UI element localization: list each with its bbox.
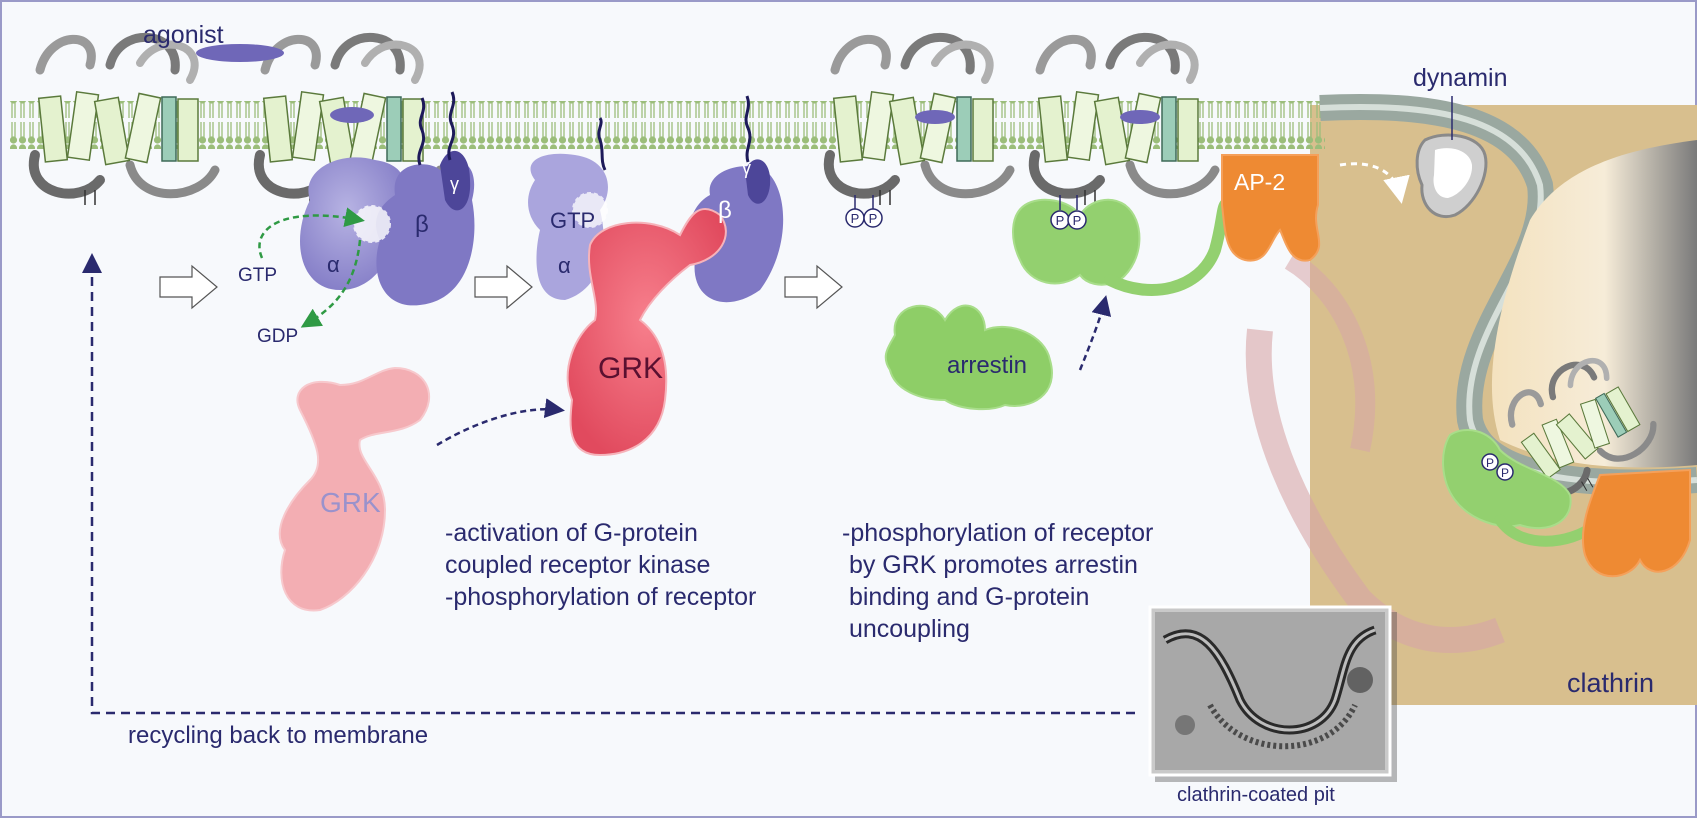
- step-arrow-3: [784, 264, 843, 310]
- grk-step-caption: -activation of G-protein coupled recepto…: [445, 519, 756, 611]
- grk-inactive-label: GRK: [320, 487, 381, 518]
- g-gamma-2: [745, 159, 771, 204]
- ap2-label: AP-2: [1234, 169, 1285, 195]
- gamma-label: γ: [742, 158, 751, 178]
- caption-line: by GRK promotes arrestin: [842, 551, 1138, 579]
- phospho-label: P: [851, 211, 860, 226]
- arrestin-free: [884, 304, 1053, 411]
- agonist-bound: [1120, 110, 1160, 124]
- ap2-internalized: [1581, 468, 1691, 578]
- phospho-pair-3: [1481, 453, 1514, 481]
- recycling-label: recycling back to membrane: [128, 722, 428, 749]
- g-gamma-1: [440, 150, 471, 211]
- beta-label: β: [718, 197, 732, 224]
- alpha-label: α: [558, 253, 571, 278]
- clathrin-pit-micrograph: [1148, 605, 1397, 782]
- step-arrow-2: [474, 264, 533, 310]
- phospho-label: P: [1056, 213, 1065, 228]
- lipid-anchor: [597, 117, 607, 171]
- gtp-label: GTP: [238, 265, 277, 286]
- vesicle-lumen: [1491, 140, 1697, 468]
- gdp-label: GDP: [257, 326, 298, 347]
- phospho-label: P: [869, 211, 878, 226]
- agonist-label: agonist: [143, 21, 224, 49]
- caption-line: coupled receptor kinase: [445, 551, 710, 579]
- grk-active: [566, 208, 727, 457]
- dynamin-arrow: [1339, 162, 1410, 204]
- beta-label: β: [415, 211, 429, 238]
- step-arrow-1: [159, 264, 218, 310]
- gamma-label: γ: [450, 174, 459, 194]
- phospho-label: P: [1501, 466, 1509, 480]
- agonist-molecule: [196, 44, 284, 62]
- phospho-pair-1: [845, 195, 883, 228]
- plasma-membrane: [10, 101, 1325, 149]
- lipid-anchor: [744, 95, 752, 163]
- caption-line: -phosphorylation of receptor: [842, 519, 1153, 547]
- gdp-arrow: [300, 239, 362, 328]
- agonist-bound: [915, 110, 955, 124]
- clathrin-label: clathrin: [1567, 668, 1654, 698]
- arrestin-step-caption: -phosphorylation of receptor by GRK prom…: [842, 519, 1153, 643]
- grk-activation-arrow: [436, 398, 565, 447]
- gtp-label: GTP: [550, 208, 595, 233]
- nucleotide-site: [572, 192, 608, 228]
- lipid-anchor: [447, 91, 456, 161]
- dynamin-label: dynamin: [1413, 64, 1508, 92]
- recycling-arrow: [82, 253, 1135, 715]
- phospho-label: P: [1486, 456, 1494, 470]
- clathrin-filament: [1284, 251, 1376, 453]
- caption-line: uncoupling: [842, 615, 970, 643]
- phospho-pair-2: [1050, 195, 1087, 230]
- alpha-label: α: [327, 252, 340, 277]
- phospho-label: P: [1073, 213, 1082, 228]
- caption-line: -activation of G-protein: [445, 519, 698, 547]
- caption-line: binding and G-protein: [842, 583, 1089, 611]
- g-alpha-2: [528, 153, 608, 300]
- grk-active-label: GRK: [598, 352, 663, 385]
- lipid-anchor: [417, 97, 426, 166]
- gtp-arrow: [258, 207, 365, 259]
- dynamin-ring-inner: [1433, 148, 1473, 198]
- agonist-bound: [330, 107, 374, 123]
- grk-inactive: [278, 366, 431, 612]
- micrograph-caption: clathrin-coated pit: [1177, 784, 1335, 806]
- ap2-complex: [1221, 154, 1321, 262]
- caption-line: -phosphorylation of receptor: [445, 583, 756, 611]
- nucleotide-site: [353, 205, 391, 243]
- arrestin-label: arrestin: [947, 352, 1027, 379]
- clathrin-filament: [1245, 328, 1505, 653]
